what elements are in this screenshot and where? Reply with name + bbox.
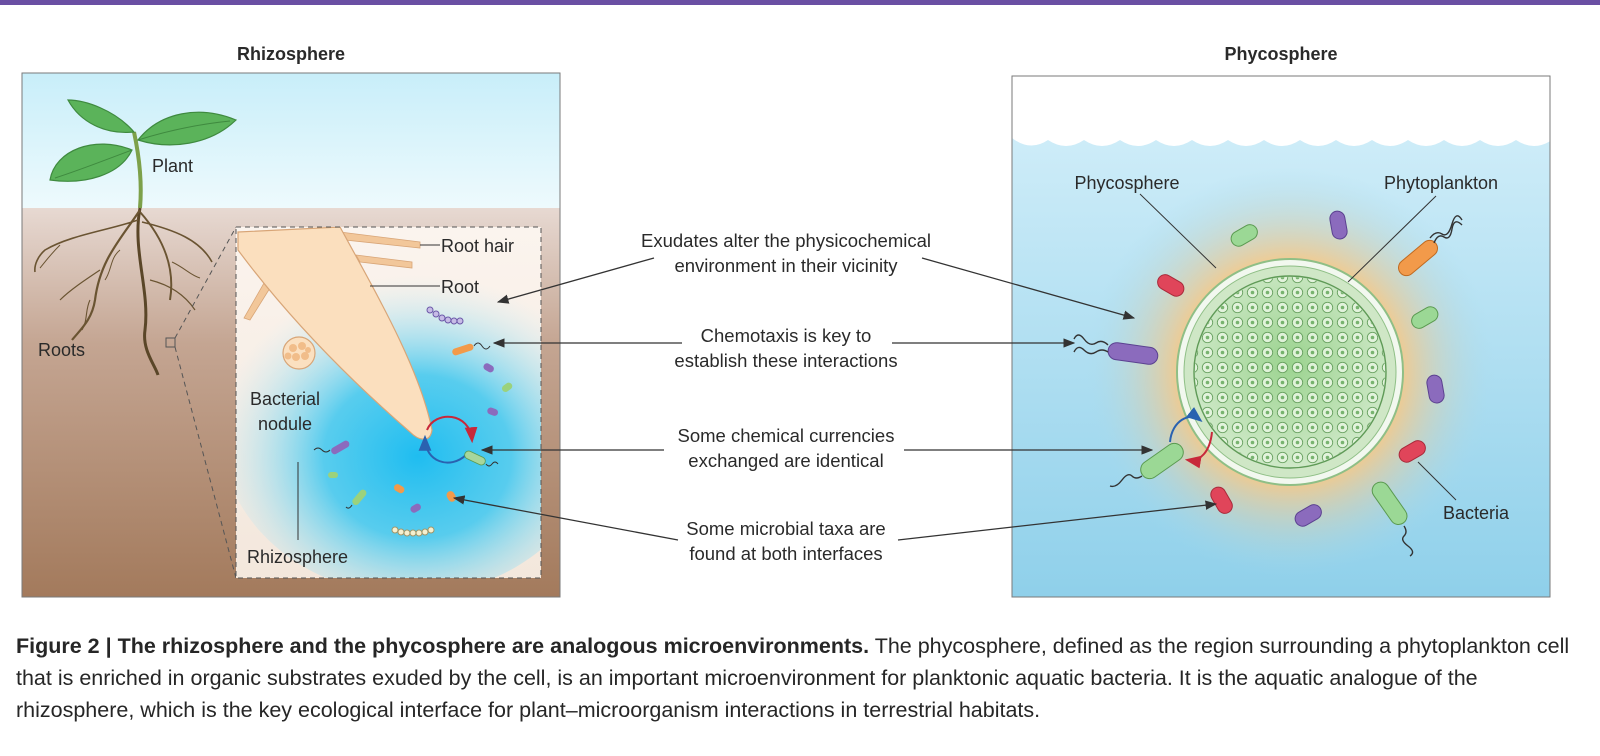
figure-illustration: Rhizosphere Plant Roots <box>21 44 1551 598</box>
plant-illustration <box>34 99 238 376</box>
right-panel-title: Phycosphere <box>1224 44 1337 64</box>
svg-text:Exudates alter the physicochem: Exudates alter the physicochemical <box>641 230 931 251</box>
svg-text:found at both interfaces: found at both interfaces <box>689 543 882 564</box>
phytoplankton-cell <box>1176 258 1404 486</box>
rhizosphere-bacteria <box>313 306 513 537</box>
root-hair-label: Root hair <box>441 236 514 256</box>
bacteria-label: Bacteria <box>1443 503 1510 523</box>
svg-text:Some chemical currencies: Some chemical currencies <box>678 425 895 446</box>
rhizosphere-label: Rhizosphere <box>247 547 348 567</box>
roots-label: Roots <box>38 340 85 360</box>
root-label: Root <box>441 277 479 297</box>
svg-text:environment in their vicinity: environment in their vicinity <box>674 255 898 276</box>
left-panel-title: Rhizosphere <box>237 44 345 64</box>
leaf-top <box>66 99 136 134</box>
caption-label: Figure 2 | <box>16 634 112 658</box>
caption-body: The phycosphere, defined as the region s… <box>16 634 1570 722</box>
center-note-chemotaxis: Chemotaxis is key to establish these int… <box>492 325 1076 371</box>
center-note-taxa: Some microbial taxa are found at both in… <box>452 495 1218 564</box>
top-accent-bar <box>0 0 1600 5</box>
svg-text:Some microbial taxa are: Some microbial taxa are <box>686 518 885 539</box>
caption-title: The rhizosphere and the phycosphere are … <box>117 634 870 658</box>
phytoplankton-label: Phytoplankton <box>1384 173 1498 193</box>
leaf-right <box>136 111 238 146</box>
center-note-exudates: Exudates alter the physicochemical envir… <box>496 230 1136 320</box>
svg-text:Chemotaxis is key to: Chemotaxis is key to <box>701 325 872 346</box>
leaf-left <box>49 143 133 182</box>
svg-text:exchanged are identical: exchanged are identical <box>688 450 883 471</box>
svg-text:establish these interactions: establish these interactions <box>674 350 897 371</box>
bacterial-nodule-label-line1: Bacterial <box>250 389 320 409</box>
figure-caption: Figure 2 | The rhizosphere and the phyco… <box>16 630 1586 726</box>
phycosphere-inner-label: Phycosphere <box>1074 173 1179 193</box>
center-note-currencies: Some chemical currencies exchanged are i… <box>480 425 1154 471</box>
plant-label: Plant <box>152 156 193 176</box>
phycosphere-bacteria <box>1073 210 1463 557</box>
bacterial-nodule-label-line2: nodule <box>258 414 312 434</box>
